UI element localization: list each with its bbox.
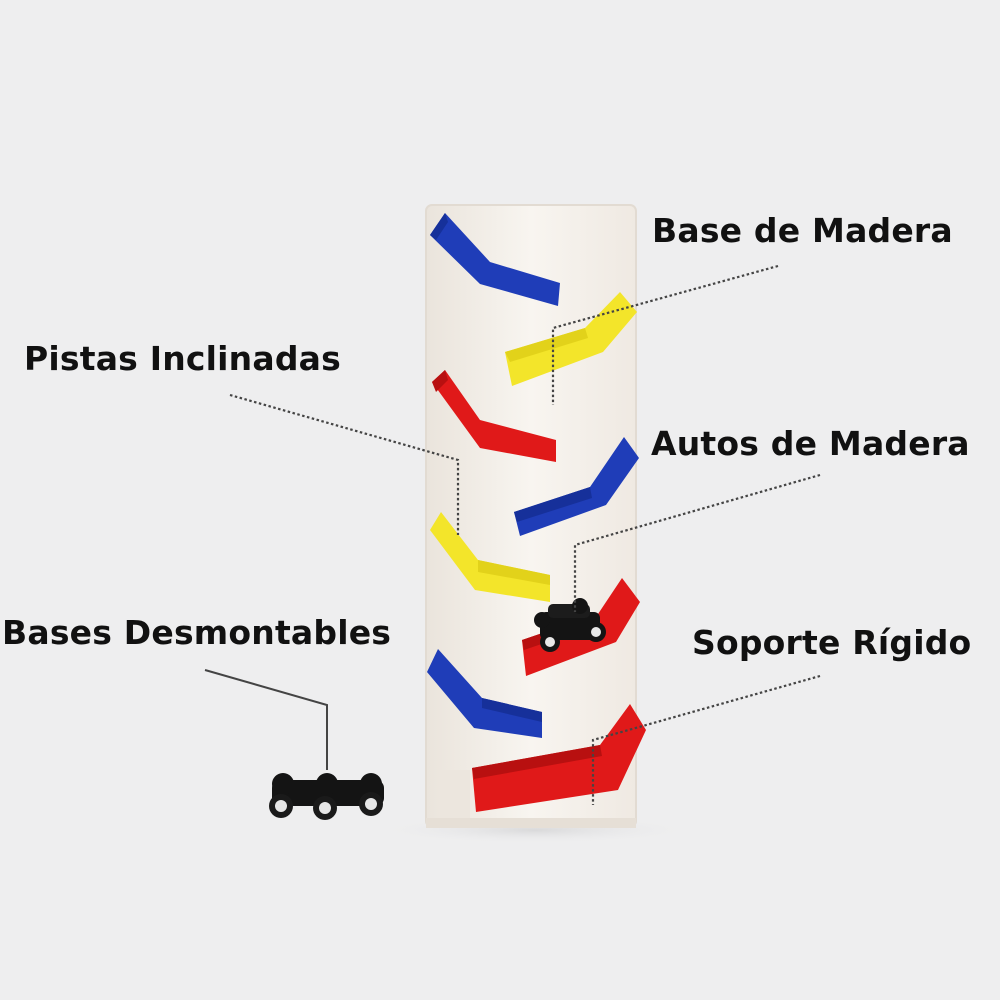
leader-soporte [591,674,821,805]
label-bases-desmontables: Bases Desmontables [2,613,392,652]
ramp-yellow-1 [505,292,637,386]
label-autos-de-madera: Autos de Madera [651,424,970,463]
detached-car-bases [269,773,384,820]
ramp-red-1 [432,370,556,462]
label-pistas-inclinadas: Pistas Inclinadas [24,339,341,378]
leader-bases [204,669,328,770]
ramp-blue-2 [514,437,639,536]
label-base-de-madera: Base de Madera [652,211,953,250]
leader-lines [229,264,821,805]
ramp-blue-1 [430,213,560,306]
ramp-red-3 [472,704,646,812]
label-soporte-rigido: Soporte Rígido [692,623,972,662]
ramp-blue-3 [427,649,542,738]
wooden-car-on-ramp [534,598,606,652]
leader-pistas [229,393,460,535]
ramp-yellow-2 [430,512,550,602]
